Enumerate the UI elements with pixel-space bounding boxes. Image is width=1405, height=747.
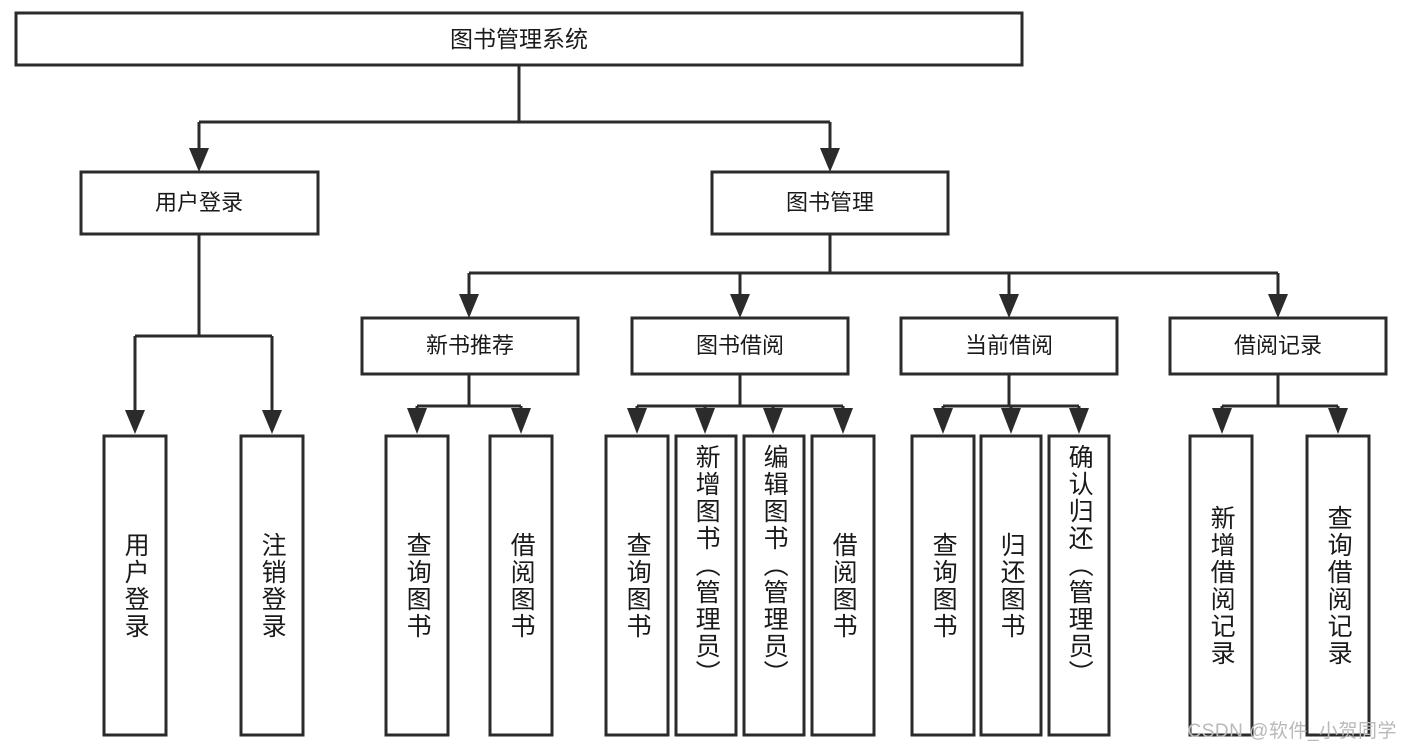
arrow-head-book-borrow <box>730 294 750 318</box>
node-new-book-recommend-label: 新书推荐 <box>426 333 514 358</box>
node-book-borrow-box[interactable] <box>630 316 850 376</box>
node-current-borrow-box[interactable] <box>899 316 1119 376</box>
node-new-book-recommend-box[interactable] <box>360 316 580 376</box>
leaf-br-add-record-box[interactable] <box>1188 434 1254 737</box>
leaf-logout-box[interactable] <box>239 434 305 737</box>
leaf-cb-confirm-return-box[interactable] <box>1047 434 1111 737</box>
arrow-head-borrow-record <box>1268 294 1288 318</box>
arrow-head-nb-query-book <box>407 408 427 434</box>
arrow-head-leaf-user-login <box>125 410 145 434</box>
leaf-nb-borrow-book-box[interactable] <box>488 434 554 737</box>
node-book-mgmt-label: 图书管理 <box>786 190 874 215</box>
leaf-cb-return-book-box[interactable] <box>979 434 1043 737</box>
csdn-watermark: CSDN @软件_小贺同学 <box>1187 721 1397 742</box>
nodes-group: 图书管理系统 用户登录 图书管理 新书推荐 图书借阅 当前借阅 借阅记录 <box>14 11 1388 737</box>
leaf-cb-query-book-box[interactable] <box>910 434 976 737</box>
arrow-head-bb-add-book <box>695 408 715 434</box>
node-book-borrow-label: 图书借阅 <box>696 333 784 358</box>
leaf-bb-query-book-box[interactable] <box>604 434 670 737</box>
arrow-head-cb-query-book <box>933 408 953 434</box>
node-borrow-record-box[interactable] <box>1168 316 1388 376</box>
node-root-label: 图书管理系统 <box>450 26 588 52</box>
arrow-head-nb-borrow-book <box>511 408 531 434</box>
leaf-bb-add-book-box[interactable] <box>674 434 738 737</box>
arrow-head-user-login <box>189 148 209 172</box>
leaf-br-query-record-box[interactable] <box>1305 434 1371 737</box>
arrow-head-new-book <box>459 294 479 318</box>
arrow-head-current-borrow <box>999 294 1019 318</box>
arrow-head-bb-query-book <box>627 408 647 434</box>
node-book-mgmt-box[interactable] <box>710 170 950 236</box>
arrow-head-cb-confirm-return <box>1069 408 1089 434</box>
node-user-login-label: 用户登录 <box>155 190 243 215</box>
arrow-head-bb-borrow-book <box>833 408 853 434</box>
node-user-login-box[interactable] <box>79 170 320 236</box>
arrow-head-br-add-record <box>1212 408 1232 434</box>
leaf-bb-edit-book-box[interactable] <box>742 434 806 737</box>
arrow-head-leaf-logout <box>262 410 282 434</box>
leaf-user-login-box[interactable] <box>102 434 168 737</box>
node-root-box[interactable] <box>14 11 1024 67</box>
arrow-head-cb-return-book <box>1001 408 1021 434</box>
arrow-head-bb-edit-book <box>763 408 783 434</box>
leaf-nb-query-book-box[interactable] <box>384 434 450 737</box>
arrow-head-book-mgmt <box>820 148 840 172</box>
edges-group <box>125 65 1348 434</box>
leaf-bb-borrow-book-box[interactable] <box>810 434 876 737</box>
arrow-head-br-query-record <box>1328 408 1348 434</box>
node-current-borrow-label: 当前借阅 <box>965 333 1053 358</box>
node-borrow-record-label: 借阅记录 <box>1234 333 1322 358</box>
